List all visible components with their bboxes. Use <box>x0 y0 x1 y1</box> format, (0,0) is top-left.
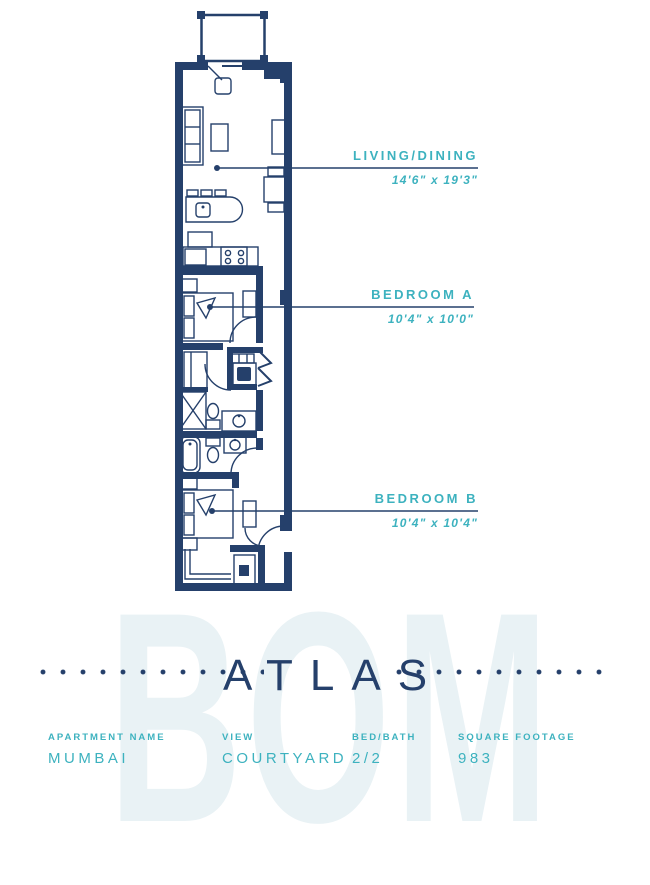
room-name: LIVING/DINING <box>353 148 478 163</box>
bed-b <box>181 476 257 551</box>
room-dimensions: 14'6" x 19'3" <box>391 173 478 187</box>
entry-door-arc <box>257 525 285 553</box>
spec-value: 2/2 <box>352 750 384 767</box>
spec-square-footage: SQUARE FOOTAGE 983 <box>458 732 576 767</box>
floor-plan-svg <box>175 11 478 591</box>
spec-value: MUMBAI <box>48 750 129 767</box>
dining-table <box>263 166 290 213</box>
hall-door-arc <box>204 363 232 391</box>
label-bedroom-b: BEDROOM B <box>375 491 478 506</box>
room-name: BEDROOM B <box>374 491 478 506</box>
label-living-dining: LIVING/DINING <box>353 148 478 163</box>
room-name: BEDROOM A <box>371 287 474 302</box>
spec-value: 983 <box>458 750 494 767</box>
closet-b-shelving <box>184 549 231 580</box>
dims-bedroom-a: 10'4" x 10'0" <box>388 312 474 326</box>
label-bedroom-a: BEDROOM A <box>371 287 474 302</box>
spec-bed-bath: BED/BATH 2/2 <box>352 732 416 767</box>
bathtub <box>179 436 201 474</box>
dims-living-dining: 14'6" x 19'3" <box>392 173 478 187</box>
spec-label: BED/BATH <box>352 732 417 743</box>
side-table <box>214 77 232 95</box>
utility-closet <box>233 554 256 585</box>
spec-value: COURTYARD <box>222 750 348 767</box>
kitchen-island <box>185 189 244 223</box>
coffee-table <box>210 123 229 152</box>
unit-walls <box>175 62 292 591</box>
toilet-2 <box>205 437 221 464</box>
watermark-text: BOM <box>108 549 554 885</box>
vanity-sink-2 <box>223 436 247 454</box>
closet-a <box>183 351 208 390</box>
bed-a <box>181 278 257 342</box>
balcony <box>197 11 268 63</box>
dotted-rule-right <box>396 669 612 675</box>
spec-view: VIEW COURTYARD <box>222 732 347 767</box>
spec-apartment-name: APARTMENT NAME MUMBAI <box>48 732 166 767</box>
room-dimensions: 10'4" x 10'4" <box>391 516 478 530</box>
bedroom-a-door-arc <box>229 316 257 344</box>
spec-label: SQUARE FOOTAGE <box>458 732 576 743</box>
bedroom-b-door-arc <box>244 527 264 547</box>
room-dimensions: 10'4" x 10'0" <box>387 312 474 326</box>
sofa <box>181 106 204 166</box>
building-name: ATLAS <box>222 651 445 700</box>
spec-label: APARTMENT NAME <box>48 732 166 743</box>
toilet-1 <box>205 402 221 430</box>
shower <box>179 391 207 430</box>
dims-bedroom-b: 10'4" x 10'4" <box>392 516 478 530</box>
leader-lines <box>207 165 478 514</box>
bathroom-2-door-arc <box>230 447 258 475</box>
spec-label: VIEW <box>222 732 255 743</box>
stove <box>220 246 248 267</box>
floor-plan-flyer: { "colors": { "navy": "#25406b", "teal":… <box>40 11 612 867</box>
dotted-rule-left <box>40 669 264 675</box>
media-console <box>271 119 287 155</box>
washer-dryer <box>230 349 273 387</box>
vanity-sink-1 <box>221 410 257 432</box>
